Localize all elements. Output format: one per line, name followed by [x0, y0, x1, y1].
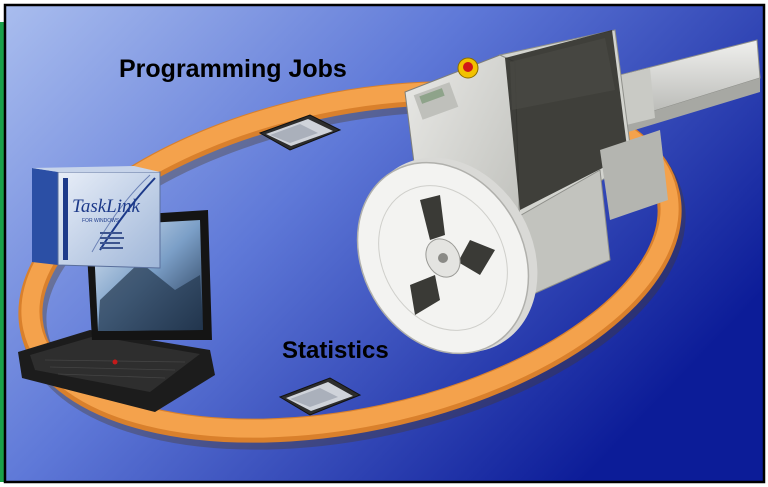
memory-card-icon — [278, 377, 362, 416]
frame-border — [3, 3, 766, 484]
statistics-label: Statistics — [282, 337, 389, 364]
left-accent-strip — [0, 22, 6, 482]
workflow-loop — [18, 81, 686, 450]
software-box-logo: TaskLink — [72, 196, 140, 217]
emergency-stop-icon — [457, 57, 479, 79]
tape-reel-icon — [356, 157, 538, 355]
programming-jobs-label: Programming Jobs — [119, 55, 347, 83]
software-box-icon: TaskLink FOR WINDOWS — [32, 166, 161, 269]
memory-card-icon — [258, 114, 342, 151]
software-box-subtitle: FOR WINDOWS — [82, 218, 120, 224]
